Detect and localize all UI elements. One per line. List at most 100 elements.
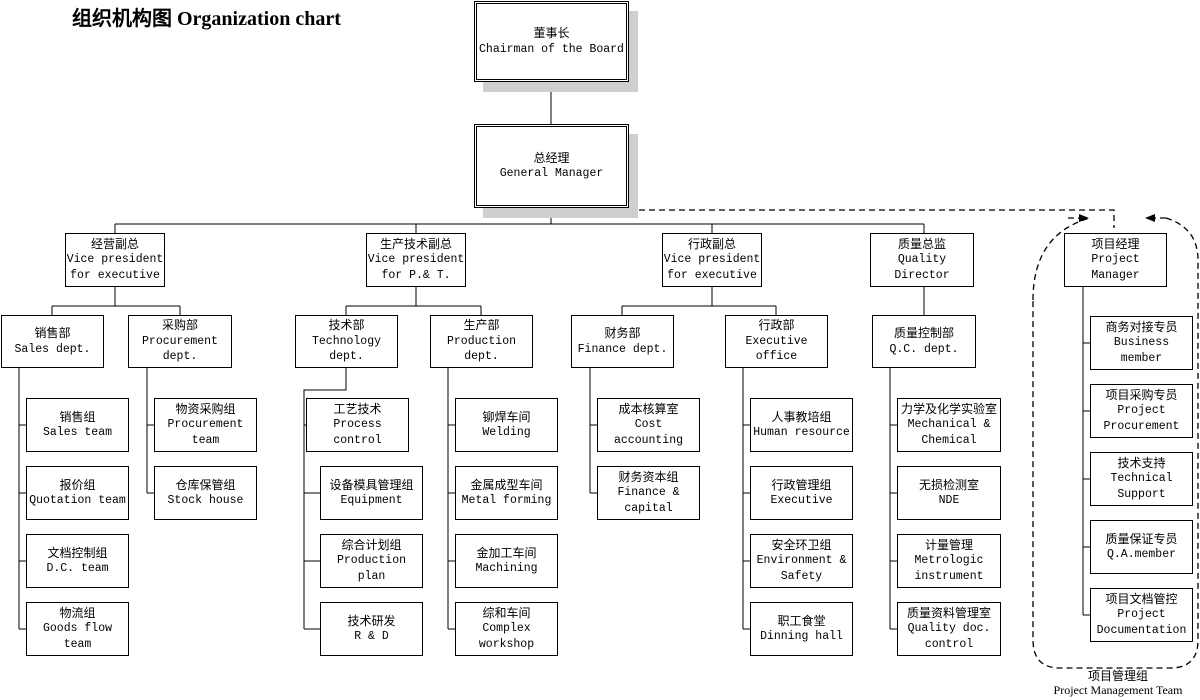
node-zh: 项目采购专员 xyxy=(1105,387,1178,402)
node-zh: 仓库保管组 xyxy=(175,477,236,492)
node-zh: 技术支持 xyxy=(1117,455,1166,470)
node-en: Executive xyxy=(770,494,833,507)
node-zh: 销售部 xyxy=(34,326,71,340)
node-en: Procurement team xyxy=(167,418,244,447)
node-en: Goods flow team xyxy=(42,622,112,651)
node-en: Dinning hall xyxy=(760,630,843,643)
node-en: Executive office xyxy=(745,334,808,364)
node-zh: 行政副总 xyxy=(687,236,736,251)
node-en: Human resource xyxy=(753,426,850,439)
node-zh: 质量资料管理室 xyxy=(906,605,991,620)
node-zh: 金加工车间 xyxy=(476,545,537,560)
node-stock-house[interactable]: 仓库保管组 Stock house xyxy=(154,466,257,520)
node-en: Stock house xyxy=(167,494,244,507)
node-en: Vice president for P.& T. xyxy=(367,253,465,282)
node-zh: 项目文档管控 xyxy=(1105,591,1178,606)
node-zh: 文档控制组 xyxy=(47,545,108,560)
node-en: Technology dept. xyxy=(311,334,381,364)
node-dining-hall[interactable]: 职工食堂 Dinning hall xyxy=(750,602,853,656)
node-zh: 设备模具管理组 xyxy=(329,477,414,492)
node-executive-group[interactable]: 行政管理组 Executive xyxy=(750,466,853,520)
connector-vp3-depts xyxy=(621,287,777,315)
connector-qc-teams xyxy=(889,347,897,630)
node-human-resource[interactable]: 人事教培组 Human resource xyxy=(750,398,853,452)
node-technical-support[interactable]: 技术支持 Technical Support xyxy=(1090,452,1193,506)
node-welding[interactable]: 铆焊车间 Welding xyxy=(455,398,558,452)
node-en: Welding xyxy=(482,426,531,439)
node-zh: 董事长 xyxy=(533,26,570,40)
node-project-documentation[interactable]: 项目文档管控 Project Documentation xyxy=(1090,588,1193,642)
node-en: Sales dept. xyxy=(14,342,91,356)
node-zh: 综和车间 xyxy=(482,605,531,620)
node-zh: 项目经理 xyxy=(1091,236,1140,251)
node-en: Project Documentation xyxy=(1096,608,1187,637)
connector-production-teams xyxy=(447,347,455,630)
node-sales-dept[interactable]: 销售部 Sales dept. xyxy=(1,315,104,368)
node-en: Finance dept. xyxy=(577,342,668,356)
node-en: Finance & capital xyxy=(617,486,680,515)
node-zh: 计量管理 xyxy=(924,537,973,552)
node-en: Cost accounting xyxy=(613,418,683,447)
node-en: NDE xyxy=(938,494,960,507)
node-zh: 铆焊车间 xyxy=(482,409,531,424)
node-zh: 物流组 xyxy=(59,605,96,620)
node-zh: 技术研发 xyxy=(347,613,396,628)
node-zh: 采购部 xyxy=(161,318,198,333)
node-en: Metrologic instrument xyxy=(914,554,984,583)
node-complex-workshop[interactable]: 综和车间 Complex workshop xyxy=(455,602,558,656)
node-zh: 行政部 xyxy=(758,318,795,333)
node-en: Q.A.member xyxy=(1106,548,1176,561)
node-zh: 职工食堂 xyxy=(777,613,826,628)
node-en: Production plan xyxy=(336,554,406,583)
connector-pm-teams xyxy=(1082,287,1090,616)
chart-title: 组织机构图 Organization chart xyxy=(72,8,341,30)
connector-vp1-depts xyxy=(51,287,181,315)
node-en: Complex workshop xyxy=(478,622,535,651)
node-vp-pt[interactable]: 生产技术副总 Vice president for P.& T. xyxy=(366,233,466,287)
node-zh: 行政管理组 xyxy=(771,477,832,492)
node-en: Vice president for executive xyxy=(66,253,164,282)
node-zh: 生产技术副总 xyxy=(379,236,452,251)
node-zh: 人事教培组 xyxy=(771,409,832,424)
node-metrologic[interactable]: 计量管理 Metrologic instrument xyxy=(897,534,1001,588)
node-en: Technical Support xyxy=(1110,472,1173,501)
node-goods-flow-team[interactable]: 物流组 Goods flow team xyxy=(26,602,129,656)
node-zh: 商务对接专员 xyxy=(1105,319,1178,334)
node-en: Mechanical & Chemical xyxy=(907,418,991,447)
node-en: General Manager xyxy=(499,167,604,180)
connector-executive-teams xyxy=(742,347,750,630)
node-en: Q.C. dept. xyxy=(889,342,959,356)
dashed-pm-team-boundary xyxy=(1032,217,1199,669)
